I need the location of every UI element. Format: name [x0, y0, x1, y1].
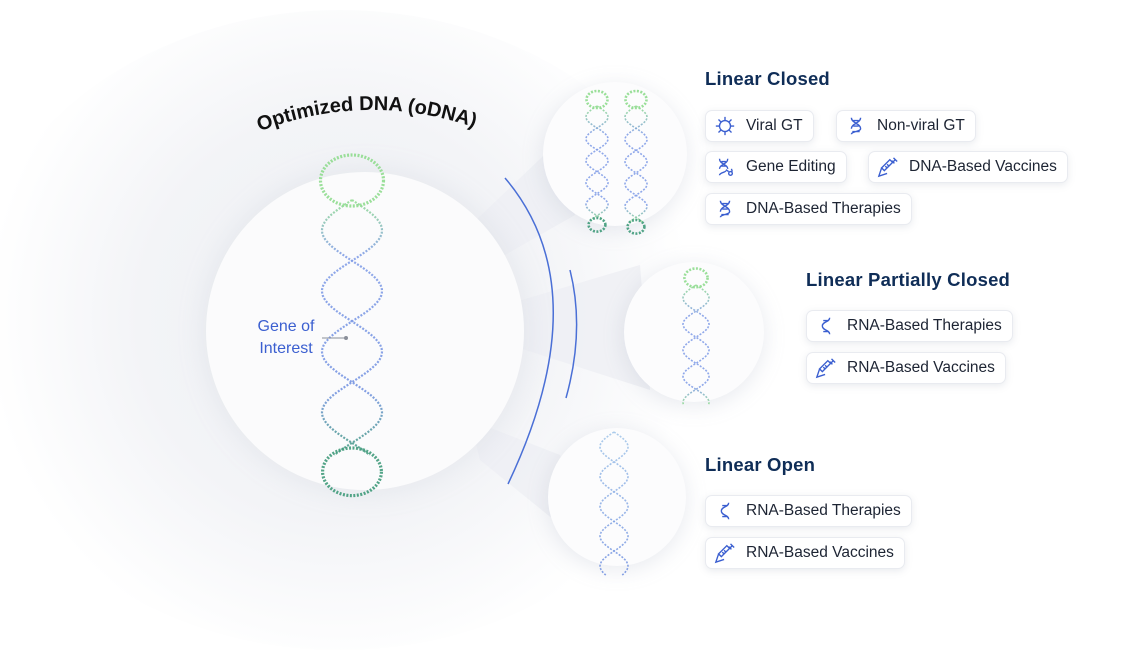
gene-editing-icon	[714, 156, 736, 178]
tag-rna-based-therapies[interactable]: RNA-Based Therapies	[806, 310, 1013, 342]
dna-icon	[845, 115, 867, 137]
tag-label: RNA-Based Vaccines	[847, 359, 995, 376]
tag-dna-based-therapies[interactable]: DNA-Based Therapies	[705, 193, 912, 225]
tag-rna-based-vaccines[interactable]: RNA-Based Vaccines	[705, 537, 905, 569]
tag-label: DNA-Based Vaccines	[909, 158, 1057, 175]
tag-label: RNA-Based Vaccines	[746, 544, 894, 561]
main-title: Optimized DNA (oDNA)	[254, 93, 480, 136]
syringe-icon	[815, 357, 837, 379]
linear-partially-closed-helix	[682, 267, 710, 406]
rna-icon	[815, 315, 837, 337]
tag-rna-based-therapies[interactable]: RNA-Based Therapies	[705, 495, 912, 527]
tag-label: Viral GT	[746, 117, 803, 134]
tag-label: Non-viral GT	[877, 117, 965, 134]
syringe-icon	[877, 156, 899, 178]
tag-non-viral-gt[interactable]: Non-viral GT	[836, 110, 976, 142]
section-title-linear-closed: Linear Closed	[705, 68, 830, 89]
tag-rna-based-vaccines[interactable]: RNA-Based Vaccines	[806, 352, 1006, 384]
section-title-linear-open: Linear Open	[705, 454, 816, 475]
linear-open-helix	[599, 431, 629, 576]
tag-label: Gene Editing	[746, 158, 836, 175]
section-title-linear-partially-closed: Linear Partially Closed	[806, 269, 1011, 290]
gene-of-interest-label: Gene of Interest	[257, 318, 315, 357]
circle-linear-partially-closed	[624, 262, 764, 402]
tag-label: DNA-Based Therapies	[746, 200, 901, 217]
tag-dna-based-vaccines[interactable]: DNA-Based Vaccines	[868, 151, 1068, 183]
virus-icon	[714, 115, 736, 137]
tag-gene-editing[interactable]: Gene Editing	[705, 151, 847, 183]
circle-linear-closed	[543, 82, 687, 226]
circle-linear-open	[548, 428, 686, 566]
tag-label: RNA-Based Therapies	[746, 502, 901, 519]
tag-viral-gt[interactable]: Viral GT	[705, 110, 814, 142]
gene-pointer-dot	[344, 336, 348, 340]
tag-label: RNA-Based Therapies	[847, 317, 1002, 334]
rna-icon	[714, 500, 736, 522]
dna-icon	[714, 198, 736, 220]
connector-arc-upper	[504, 177, 554, 485]
linear-closed-helix	[585, 89, 648, 235]
main-title-text: Optimized DNA (oDNA)	[254, 93, 480, 136]
connector-arc-lower	[565, 269, 578, 399]
syringe-icon	[714, 542, 736, 564]
main-dna-helix	[318, 153, 386, 498]
